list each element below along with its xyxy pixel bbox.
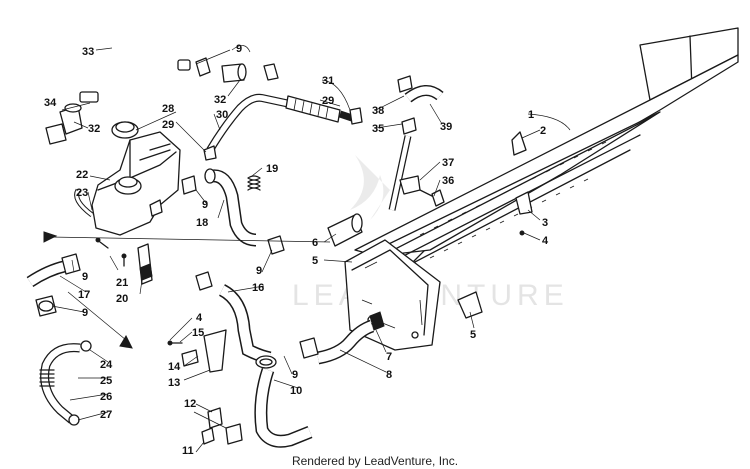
callout-25: 25 — [100, 375, 112, 387]
callout-15: 15 — [192, 327, 204, 339]
callout-35: 35 — [372, 123, 384, 135]
callout-9c: 9 — [82, 271, 88, 283]
hose-10-16 — [218, 284, 313, 448]
bracket-36-37 — [399, 175, 445, 207]
hose-39 — [388, 75, 444, 211]
callout-33: 33 — [82, 46, 94, 58]
callout-34: 34 — [44, 97, 57, 109]
hose-25 — [39, 340, 92, 426]
callout-9: 9 — [236, 43, 242, 55]
callouts: 33 9 32 31 29 34 32 28 29 30 22 23 9 19 … — [44, 43, 549, 457]
bracket-13 — [167, 329, 227, 373]
callout-28: 28 — [162, 103, 174, 115]
callout-31: 31 — [322, 75, 334, 87]
callout-2: 2 — [540, 125, 546, 137]
callout-17: 17 — [78, 289, 90, 301]
callout-9f: 9 — [292, 369, 298, 381]
callout-26: 26 — [100, 391, 112, 403]
callout-19: 19 — [266, 163, 278, 175]
callout-38: 38 — [372, 105, 384, 117]
direction-arrows — [43, 231, 331, 349]
callout-29b: 29 — [162, 119, 174, 131]
callout-5: 5 — [312, 255, 318, 267]
callout-29: 29 — [322, 95, 334, 107]
callout-30: 30 — [216, 109, 228, 121]
callout-9e: 9 — [256, 265, 262, 277]
callout-14: 14 — [168, 361, 181, 373]
clamp-mid — [195, 235, 285, 291]
callout-11: 11 — [182, 445, 194, 457]
clamp-11-12 — [201, 407, 243, 445]
fitting-34 — [45, 103, 83, 145]
clamps-top — [195, 57, 279, 83]
callout-12: 12 — [184, 398, 196, 410]
callout-32b: 32 — [88, 123, 100, 135]
hose-17 — [26, 253, 81, 317]
hose-30 — [203, 93, 363, 161]
callout-1: 1 — [528, 109, 534, 121]
callout-7: 7 — [386, 351, 392, 363]
callout-6: 6 — [312, 237, 318, 249]
callout-9b: 9 — [202, 199, 208, 211]
callout-24: 24 — [100, 359, 113, 371]
callout-32: 32 — [214, 94, 226, 106]
callout-21: 21 — [116, 277, 128, 289]
callout-5b: 5 — [470, 329, 476, 341]
callout-27: 27 — [100, 409, 112, 421]
coolant-reservoir — [74, 121, 197, 236]
footer-credit: Rendered by LeadVenture, Inc. — [291, 454, 459, 468]
callout-9d: 9 — [82, 307, 88, 319]
spring-19 — [247, 175, 261, 191]
leader-lines — [51, 45, 571, 453]
callout-4: 4 — [196, 312, 203, 324]
callout-3: 3 — [542, 217, 548, 229]
callout-36: 36 — [442, 175, 454, 187]
callout-18: 18 — [196, 217, 208, 229]
callout-8: 8 — [386, 369, 392, 381]
callout-23: 23 — [76, 187, 88, 199]
callout-4b: 4 — [542, 235, 549, 247]
callout-22: 22 — [76, 169, 88, 181]
callout-39: 39 — [440, 121, 452, 133]
callout-20: 20 — [116, 293, 128, 305]
callout-13: 13 — [168, 377, 180, 389]
callout-16: 16 — [252, 282, 264, 294]
callout-10: 10 — [290, 385, 302, 397]
heat-exchanger — [344, 27, 739, 351]
hose-8 — [299, 311, 385, 365]
hose-33 — [79, 34, 191, 103]
callout-37: 37 — [442, 157, 454, 169]
duct-part — [327, 213, 363, 247]
bracket-20 — [95, 237, 153, 285]
hose-18 — [204, 168, 257, 247]
